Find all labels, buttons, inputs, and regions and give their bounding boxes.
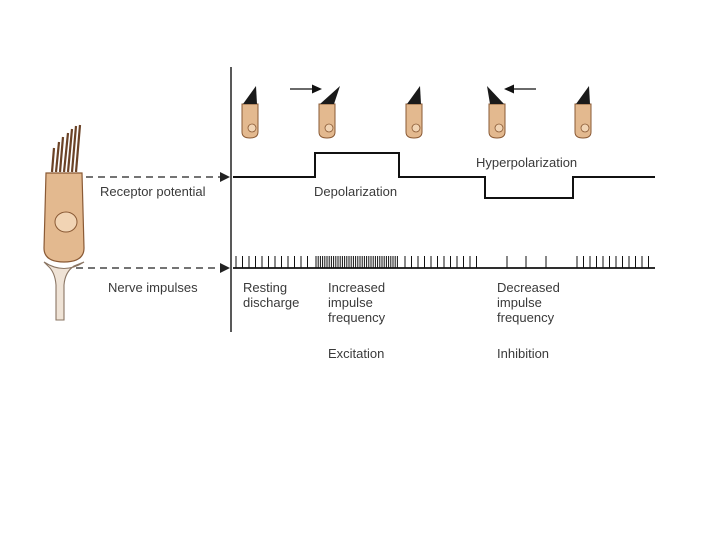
nerve-impulses-label: Nerve impulses — [108, 280, 198, 295]
receptor-dashed-arrow — [86, 172, 230, 182]
hair-bundle-states — [241, 84, 592, 139]
receptor-potential-label: Receptor potential — [100, 184, 206, 199]
hair-cell-illustration — [43, 124, 85, 321]
hair-bundle-rest — [241, 86, 259, 139]
excitation-label: Excitation — [328, 346, 385, 358]
hair-bundle-deflected-left — [487, 86, 506, 139]
hair-bundle-deflected-right — [318, 86, 340, 139]
nerve-impulse-spikes — [235, 256, 649, 268]
stereocilia-bundle — [50, 124, 82, 173]
hair-bundle-rest — [405, 86, 423, 139]
nerve-dashed-arrow — [76, 263, 230, 273]
hair-bundle-rest — [574, 86, 592, 139]
inhibition-label: Inhibition — [497, 346, 550, 358]
deflection-arrow-right — [290, 84, 322, 94]
deflection-arrow-left — [504, 84, 536, 94]
nerve-terminal — [43, 261, 85, 321]
receptor-potential-trace — [233, 152, 655, 199]
depolarization-label: Depolarization — [314, 184, 398, 199]
hyperpolarization-label: Hyperpolarization — [476, 155, 578, 170]
hair-cell-nucleus — [54, 211, 78, 233]
